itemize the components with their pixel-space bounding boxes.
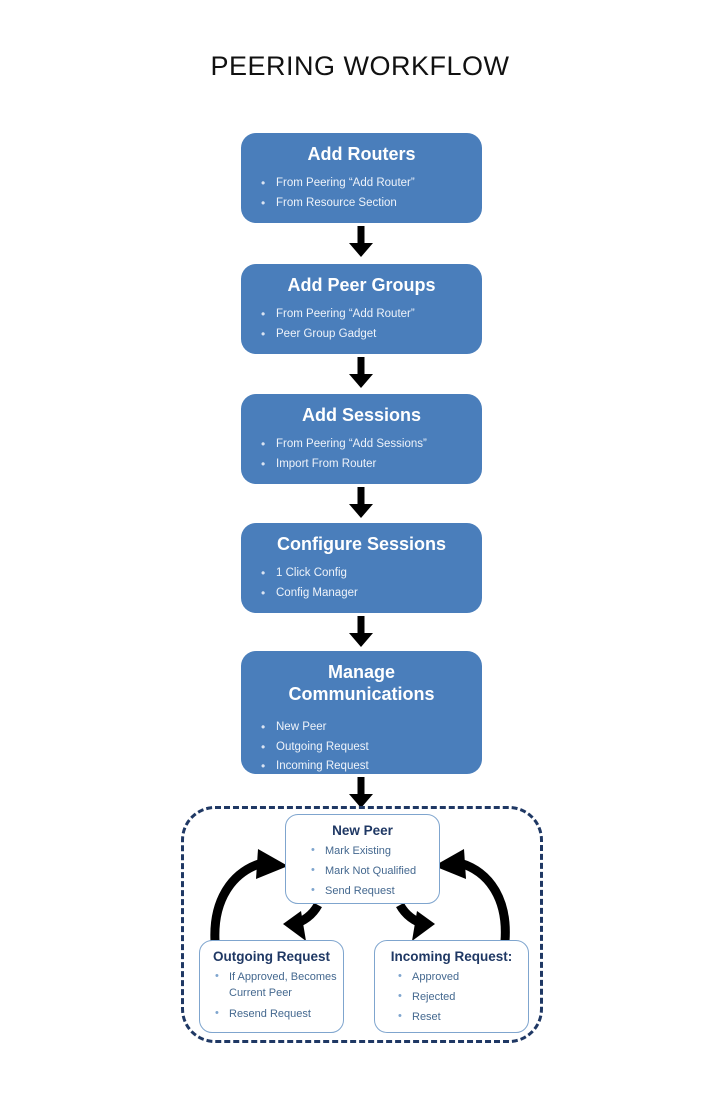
flow-arrow-down-3 [349,487,373,518]
subbox-bullet: Mark Existing [310,843,439,860]
stage-bullet: From Peering “Add Router” [259,304,482,325]
stage-title: Manage Communications [288,662,435,704]
subbox-bullet: Rejected [397,989,528,1006]
subbox-bullet-list: Mark Existing Mark Not Qualified Send Re… [286,839,439,900]
subbox-title: New Peer [332,823,393,838]
stage-bullet-list: From Peering “Add Router” Peer Group Gad… [241,297,482,355]
stage-bullet-list: 1 Click Config Config Manager [241,556,482,614]
stage-bullet: Outgoing Request [259,737,482,758]
stage-bullet: Peer Group Gadget [259,324,482,345]
stage-bullet: Config Manager [259,583,482,604]
flow-arrow-down-5 [349,777,373,808]
stage-title: Add Peer Groups [287,275,436,295]
subbox-title: Outgoing Request [213,949,330,964]
page-title: PEERING WORKFLOW [210,51,510,81]
stage-title: Configure Sessions [276,534,447,554]
stage-bullet: 1 Click Config [259,563,482,584]
stage-bullet-list: From Peering “Add Sessions” Import From … [241,427,482,485]
subbox-outgoing-request[interactable]: Outgoing Request If Approved, Becomes Cu… [199,940,344,1033]
subbox-incoming-request[interactable]: Incoming Request: Approved Rejected Rese… [374,940,529,1033]
subbox-bullet: Resend Request [214,1006,343,1023]
flow-arrow-down-4 [349,616,373,647]
subbox-bullet-list: Approved Rejected Reset [375,965,528,1026]
stage-bullet: New Peer [259,717,482,738]
stage-box-add-peer-groups[interactable]: Add Peer Groups From Peering “Add Router… [241,264,482,354]
stage-bullet: Incoming Request [259,756,482,777]
stage-bullet: Import From Router [259,454,482,475]
stage-box-manage-communications[interactable]: Manage Communications New Peer Outgoing … [241,651,482,777]
peer-communication-loop-group [181,806,543,1043]
subbox-bullet: If Approved, Becomes Current Peer [214,969,343,1002]
subbox-bullet-list: If Approved, Becomes Current Peer Resend… [200,965,343,1023]
stage-bullet: From Peering “Add Router” [259,173,482,194]
subbox-bullet: Mark Not Qualified [310,863,439,880]
subbox-bullet: Send Request [310,883,439,900]
flow-arrow-down-2 [349,357,373,388]
stage-title: Add Routers [307,144,416,164]
flow-arrow-down-1 [349,226,373,257]
subbox-bullet: Approved [397,969,528,986]
stage-bullet-list: From Peering “Add Router” From Resource … [241,166,482,224]
stage-title: Add Sessions [301,405,422,425]
stage-bullet: From Resource Section [259,193,482,214]
stage-box-add-sessions[interactable]: Add Sessions From Peering “Add Sessions”… [241,394,482,484]
stage-box-configure-sessions[interactable]: Configure Sessions 1 Click Config Config… [241,523,482,613]
stage-bullet: From Peering “Add Sessions” [259,434,482,455]
subbox-title: Incoming Request: [390,949,513,964]
subbox-new-peer[interactable]: New Peer Mark Existing Mark Not Qualifie… [285,814,440,904]
stage-bullet-list: New Peer Outgoing Request Incoming Reque… [241,706,482,787]
subbox-bullet: Reset [397,1009,528,1026]
stage-box-add-routers[interactable]: Add Routers From Peering “Add Router” Fr… [241,133,482,223]
